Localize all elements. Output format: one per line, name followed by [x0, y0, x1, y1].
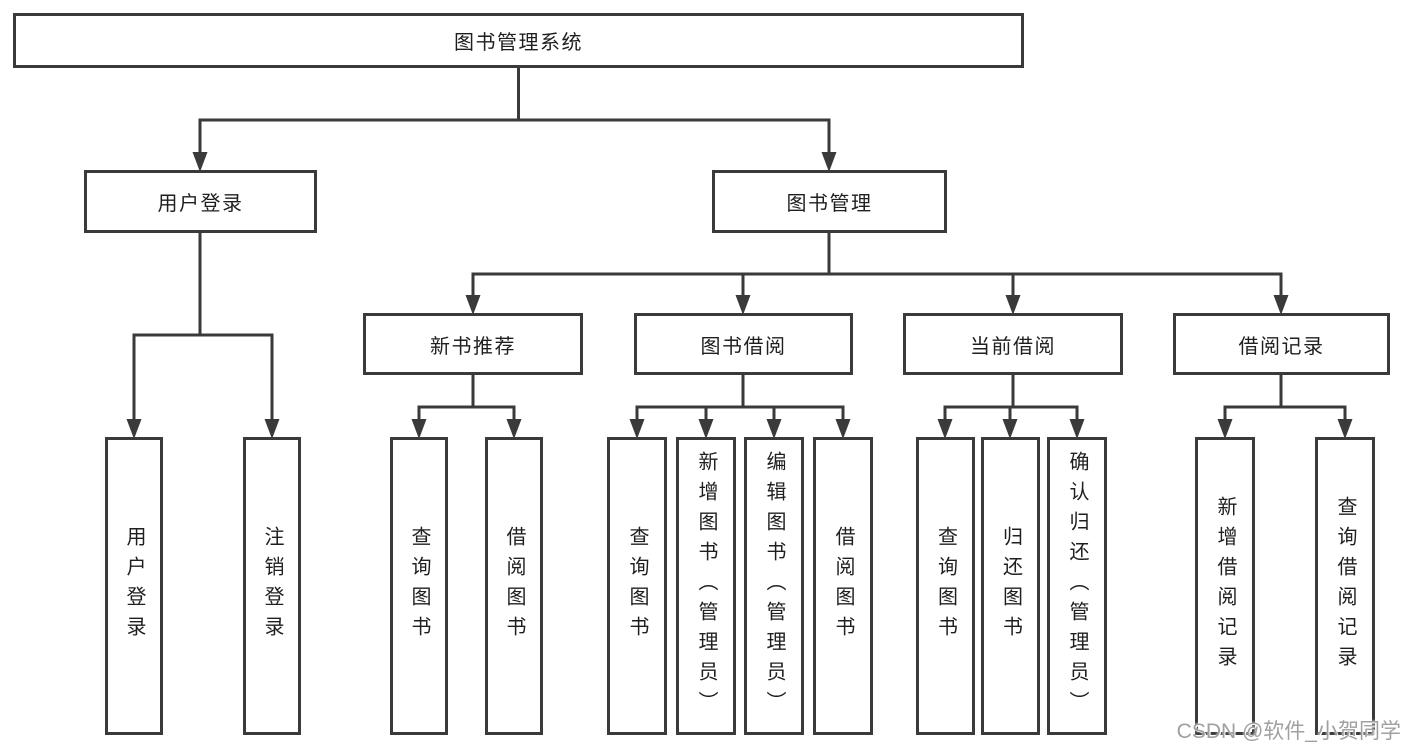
node-user-login: 用户登录: [84, 170, 317, 233]
arrow-icon: [465, 295, 481, 315]
arrow-icon: [264, 419, 280, 439]
node-label: 查询图书: [408, 526, 430, 646]
arrow-icon: [192, 152, 208, 172]
node-current-borrowing: 当前借阅: [903, 313, 1123, 375]
arrow-icon: [766, 419, 782, 439]
arrow-icon: [937, 419, 953, 439]
arrow-icon: [1217, 419, 1233, 439]
node-label: 图书管理: [786, 193, 873, 215]
leaf-query-books-recommend: 查询图书: [390, 437, 448, 735]
connector-userlogin-to-leaves: [132, 233, 274, 421]
watermark: CSDN @软件_小贺同学: [1176, 720, 1401, 743]
node-root: 图书管理系统: [13, 13, 1024, 68]
node-label: 查询图书: [934, 526, 957, 646]
node-label: 归还图书: [999, 526, 1022, 646]
arrow-icon: [835, 419, 851, 439]
arrow-icon: [735, 295, 751, 315]
leaf-query-books-current: 查询图书: [916, 437, 975, 735]
node-label: 用户登录: [123, 526, 145, 646]
node-label: 借阅图书: [832, 526, 854, 646]
leaf-query-borrow-record: 查询借阅记录: [1315, 437, 1375, 735]
leaf-query-books-borrowing: 查询图书: [607, 437, 667, 735]
node-label: 查询图书: [626, 526, 648, 646]
arrow-icon: [1005, 295, 1021, 315]
node-label: 借阅图书: [503, 526, 525, 646]
node-label: 确认归还（管理员）: [1066, 451, 1088, 721]
arrow-icon: [698, 419, 714, 439]
node-label: 查询借阅记录: [1334, 496, 1356, 676]
node-label: 新增图书（管理员）: [695, 451, 717, 721]
leaf-return-books: 归还图书: [981, 437, 1040, 735]
leaf-add-books-admin: 新增图书（管理员）: [676, 437, 736, 735]
arrow-icon: [629, 419, 645, 439]
leaf-logout: 注销登录: [243, 437, 301, 735]
arrow-icon: [126, 419, 142, 439]
connector-bookmgmt-to-level3: [471, 233, 1283, 297]
leaf-add-borrow-record: 新增借阅记录: [1195, 437, 1255, 735]
arrow-icon: [821, 152, 837, 172]
connector-borrowing-to-leaves: [635, 375, 845, 421]
node-label: 注销登录: [261, 526, 283, 646]
arrow-icon: [1069, 419, 1085, 439]
arrowheads: [126, 152, 1353, 439]
node-label: 图书借阅: [700, 335, 787, 358]
node-label: 当前借阅: [970, 335, 1056, 358]
connector-records-to-leaves: [1223, 375, 1347, 421]
node-borrow-records: 借阅记录: [1173, 313, 1390, 375]
arrow-icon: [506, 419, 522, 439]
node-label: 新增借阅记录: [1214, 496, 1236, 676]
leaf-user-login: 用户登录: [105, 437, 163, 735]
arrow-icon: [1337, 419, 1353, 439]
leaf-borrow-books-borrowing: 借阅图书: [813, 437, 873, 735]
node-new-book-recommend: 新书推荐: [363, 313, 583, 375]
node-label: 借阅记录: [1238, 335, 1325, 358]
connector-root-to-level2: [198, 68, 831, 154]
connector-newbooks-to-leaves: [417, 375, 516, 421]
arrow-icon: [1002, 419, 1018, 439]
node-label: 编辑图书（管理员）: [763, 451, 785, 721]
node-book-borrowing: 图书借阅: [634, 313, 853, 375]
arrow-icon: [411, 419, 427, 439]
node-label: 用户登录: [157, 193, 244, 215]
node-label: 图书管理系统: [454, 32, 583, 54]
leaf-borrow-books-recommend: 借阅图书: [485, 437, 543, 735]
arrow-icon: [1273, 295, 1289, 315]
leaf-edit-books-admin: 编辑图书（管理员）: [744, 437, 804, 735]
node-book-management: 图书管理: [712, 170, 947, 233]
leaf-confirm-return-admin: 确认归还（管理员）: [1047, 437, 1107, 735]
node-label: 新书推荐: [430, 335, 516, 358]
connector-current-to-leaves: [943, 375, 1079, 421]
